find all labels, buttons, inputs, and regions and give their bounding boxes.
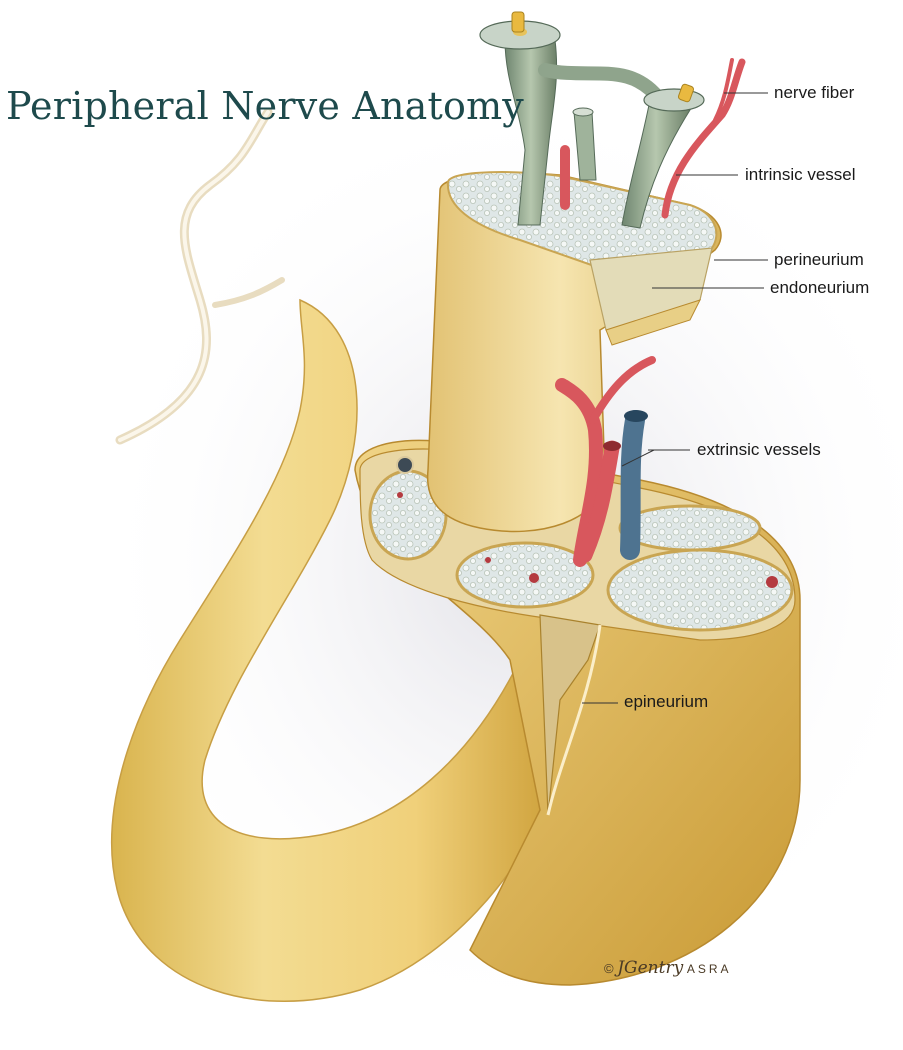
artist-credit: © JGentry ASRA: [604, 958, 732, 978]
nerve-fiber-core-stub: [512, 12, 524, 32]
fascicle: [457, 543, 593, 607]
label-epineurium: epineurium: [624, 693, 708, 710]
label-intrinsic-vessel: intrinsic vessel: [745, 166, 856, 183]
label-extrinsic-vessels: extrinsic vessels: [697, 441, 821, 458]
extrinsic-artery-end: [603, 441, 621, 451]
intrinsic-vessel-dot: [766, 576, 778, 588]
diagram-title: Peripheral Nerve Anatomy: [6, 84, 524, 128]
nerve-fiber-small-end: [573, 108, 593, 116]
intrinsic-vessel-dot: [529, 573, 539, 583]
label-nerve-fiber: nerve fiber: [774, 84, 854, 101]
nerve-fiber-end: [644, 89, 704, 111]
intrinsic-vessel-dot: [485, 557, 491, 563]
intrinsic-vessel-dot: [397, 492, 403, 498]
intrinsic-vessel-dot: [397, 457, 413, 473]
fascicle: [620, 506, 760, 550]
organization-name: ASRA: [687, 962, 732, 976]
fascicle: [608, 550, 792, 630]
extrinsic-vein-end: [624, 410, 648, 422]
label-perineurium: perineurium: [774, 251, 864, 268]
artist-signature: JGentry: [617, 958, 683, 978]
extrinsic-vein: [630, 420, 635, 550]
copyright-symbol: ©: [604, 961, 614, 976]
label-endoneurium: endoneurium: [770, 279, 869, 296]
